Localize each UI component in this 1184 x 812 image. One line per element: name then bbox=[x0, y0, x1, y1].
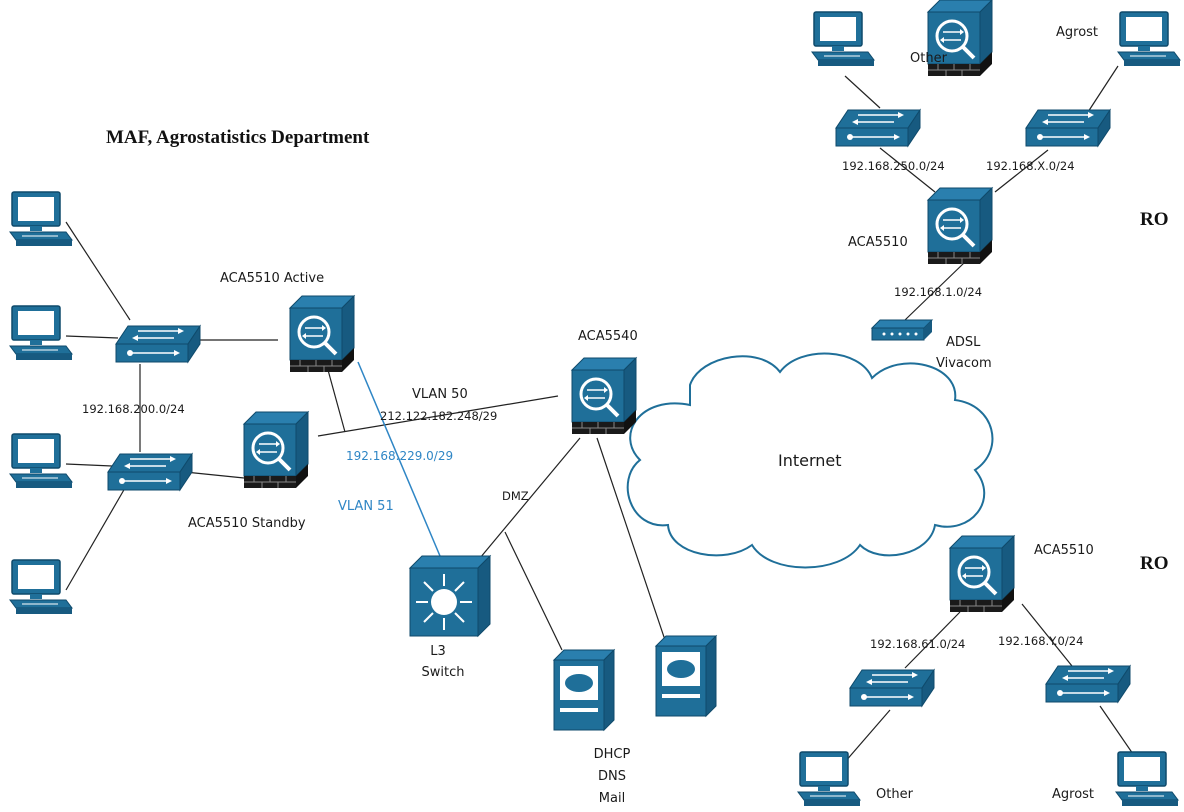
vlan-label: VLAN 50 bbox=[412, 387, 468, 402]
host-other-label: Other bbox=[876, 787, 914, 802]
internet-label: Internet bbox=[778, 451, 842, 470]
pc-icon bbox=[9, 305, 73, 361]
pc-icon bbox=[1117, 11, 1181, 67]
host-other-label: Other bbox=[910, 51, 948, 66]
switch-icon bbox=[115, 325, 201, 363]
switch-icon bbox=[849, 669, 935, 707]
asa-remote-bottom-label: ACA5510 bbox=[1034, 543, 1094, 558]
switch-icon bbox=[1025, 109, 1111, 147]
firewall-icon bbox=[570, 356, 638, 436]
l3-switch-icon bbox=[408, 554, 492, 638]
firewall-icon bbox=[288, 294, 356, 374]
switch-icon bbox=[107, 453, 193, 491]
pc-icon bbox=[9, 559, 73, 615]
dmz-label: DMZ bbox=[502, 489, 529, 503]
asa-core-label: ACA5540 bbox=[578, 329, 638, 344]
server-icon bbox=[553, 649, 615, 731]
subnet-label: 192.168.X.0/24 bbox=[986, 159, 1075, 173]
subnet-label: 192.168.250.0/24 bbox=[842, 159, 945, 173]
internet-cloud: Internet bbox=[626, 352, 994, 569]
firewall-icon bbox=[242, 410, 310, 490]
host-agrost-label: Agrost bbox=[1052, 787, 1094, 802]
asa-active-label: ACA5510 Active bbox=[220, 271, 324, 286]
l3-switch-label: L3 bbox=[430, 644, 446, 659]
vlan-label: VLAN 51 bbox=[338, 499, 394, 514]
server-icon bbox=[655, 635, 717, 717]
pc-icon bbox=[811, 11, 875, 67]
server-role-label: DHCP bbox=[594, 747, 631, 762]
adsl-modem-icon bbox=[870, 319, 934, 341]
subnet-label: 192.168.200.0/24 bbox=[82, 402, 185, 416]
firewall-icon bbox=[948, 534, 1016, 614]
asa-standby-label: ACA5510 Standby bbox=[188, 516, 306, 531]
remote-office-label: RO bbox=[1140, 209, 1169, 230]
subnet-label: 192.168.61.0/24 bbox=[870, 637, 965, 651]
pc-icon bbox=[9, 191, 73, 247]
switch-icon bbox=[1045, 665, 1131, 703]
asa-remote-top-label: ACA5510 bbox=[848, 235, 908, 250]
diagram-title: MAF, Agrostatistics Department bbox=[106, 127, 370, 148]
subnet-label: 192.168.1.0/24 bbox=[894, 285, 982, 299]
server-role-label: Mail bbox=[599, 791, 625, 806]
vlan51-link bbox=[357, 361, 441, 557]
remote-office-label: RO bbox=[1140, 553, 1169, 574]
pc-icon bbox=[9, 433, 73, 489]
subnet-label: 212.122.182.248/29 bbox=[380, 409, 497, 423]
switch-icon bbox=[835, 109, 921, 147]
host-agrost-label: Agrost bbox=[1056, 25, 1098, 40]
l3-switch-label: Switch bbox=[422, 665, 465, 680]
pc-icon bbox=[797, 751, 861, 807]
links bbox=[65, 65, 1145, 771]
pc-icon bbox=[1115, 751, 1179, 807]
server-role-label: DNS bbox=[598, 769, 626, 784]
adsl-label: ADSL bbox=[946, 335, 981, 350]
subnet-label: 192.168.Y.0/24 bbox=[998, 634, 1083, 648]
adsl-label: Vivacom bbox=[936, 356, 992, 371]
subnet-label: 192.168.229.0/29 bbox=[346, 449, 453, 463]
firewall-icon bbox=[926, 186, 994, 266]
